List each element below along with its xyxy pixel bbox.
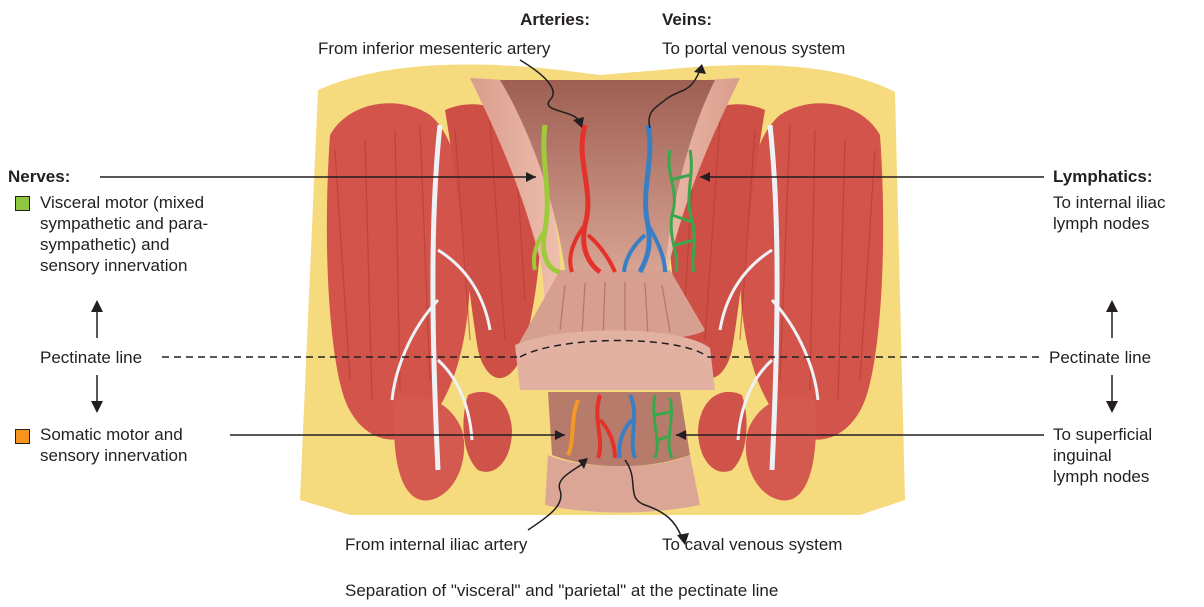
arteries-text: From inferior mesenteric artery <box>318 38 550 59</box>
pectinate-line-right: Pectinate line <box>1049 347 1151 368</box>
veins-title: Veins: <box>662 9 712 30</box>
lymphatics-title: Lymphatics: <box>1053 166 1153 187</box>
somatic-swatch <box>15 429 30 444</box>
caval-text: To caval venous system <box>662 534 842 555</box>
lymphatics-text: To internal iliac lymph nodes <box>1053 192 1165 234</box>
nerves-title: Nerves: <box>8 166 70 187</box>
veins-text: To portal venous system <box>662 38 845 59</box>
visceral-swatch <box>15 196 30 211</box>
somatic-text: Somatic motor and sensory innervation <box>40 424 187 466</box>
superficial-text: To superficial inguinal lymph nodes <box>1053 424 1152 487</box>
pectinate-line-left: Pectinate line <box>40 347 142 368</box>
visceral-text: Visceral motor (mixed sympathetic and pa… <box>40 192 208 276</box>
internal-iliac-text: From internal iliac artery <box>345 534 527 555</box>
arteries-title: Arteries: <box>513 9 590 30</box>
anal-valves-band <box>515 330 715 390</box>
caption: Separation of "visceral" and "parietal" … <box>345 580 778 601</box>
